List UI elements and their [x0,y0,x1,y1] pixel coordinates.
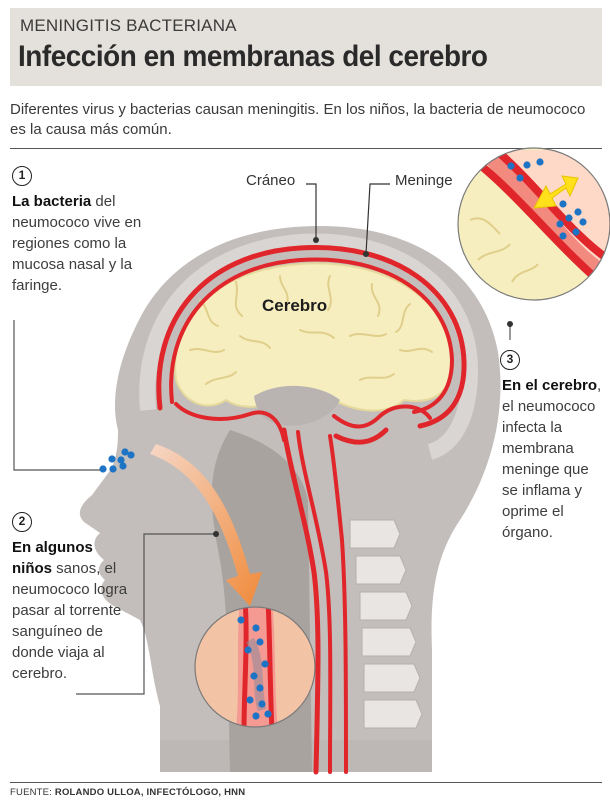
zoom-circle-meninge [458,148,610,300]
page-title: Infección en membranas del cerebro [18,40,488,73]
step-1-number: 1 [12,166,32,186]
step-2-body: sanos, el neumococo logra pasar al torre… [12,560,128,682]
intro-text: Diferentes virus y bacterias causan meni… [10,101,586,138]
brain-label: Cerebro [262,296,328,315]
source-credit: FUENTE: ROLANDO ULLOA, INFECTÓLOGO, HNN [10,787,245,798]
source-prefix: FUENTE: [10,787,55,798]
kicker-label: MENINGITIS BACTERIANA [20,16,237,35]
step-3-text: En el cerebro, el neumococo infecta la m… [502,375,602,543]
bottom-divider [10,782,602,783]
step-3-bold: En el cerebro [502,377,598,394]
step1-leader [13,320,100,471]
meninge-membrane [156,245,467,775]
top-divider [10,148,602,149]
spine-vertebrae [349,519,423,729]
step-2-number: 2 [12,512,32,532]
step2-leader [76,533,216,695]
source-name: ROLANDO ULLOA, INFECTÓLOGO, HNN [54,787,246,798]
step-3-body: , el neumococo infecta la membrana menin… [502,377,602,541]
step-1-text: La bacteria del neumococo vive en region… [12,191,144,296]
brain-folds [189,275,433,385]
skull-leader [306,183,317,240]
step-2-text: En algunos niños sanos, el neumococo log… [12,537,134,684]
brain [174,262,454,412]
travel-arrow [150,444,262,606]
step-1-body: del neumococo vive en regiones como la m… [12,193,142,294]
step-2-bold: En algunos niños [12,539,93,577]
nasal-bacteria [99,448,135,473]
header-banner [10,8,602,86]
step-1-bold: La bacteria [12,193,92,210]
meninge-label: Meninge [395,172,453,189]
zoom-circle-vessel [195,607,315,727]
inflammation-arrow [533,175,579,209]
skull-layer [139,233,479,460]
meninge-leader [365,183,390,255]
step-3-number: 3 [500,350,520,370]
cerebellum [254,385,340,426]
skull-label: Cráneo [246,172,296,189]
